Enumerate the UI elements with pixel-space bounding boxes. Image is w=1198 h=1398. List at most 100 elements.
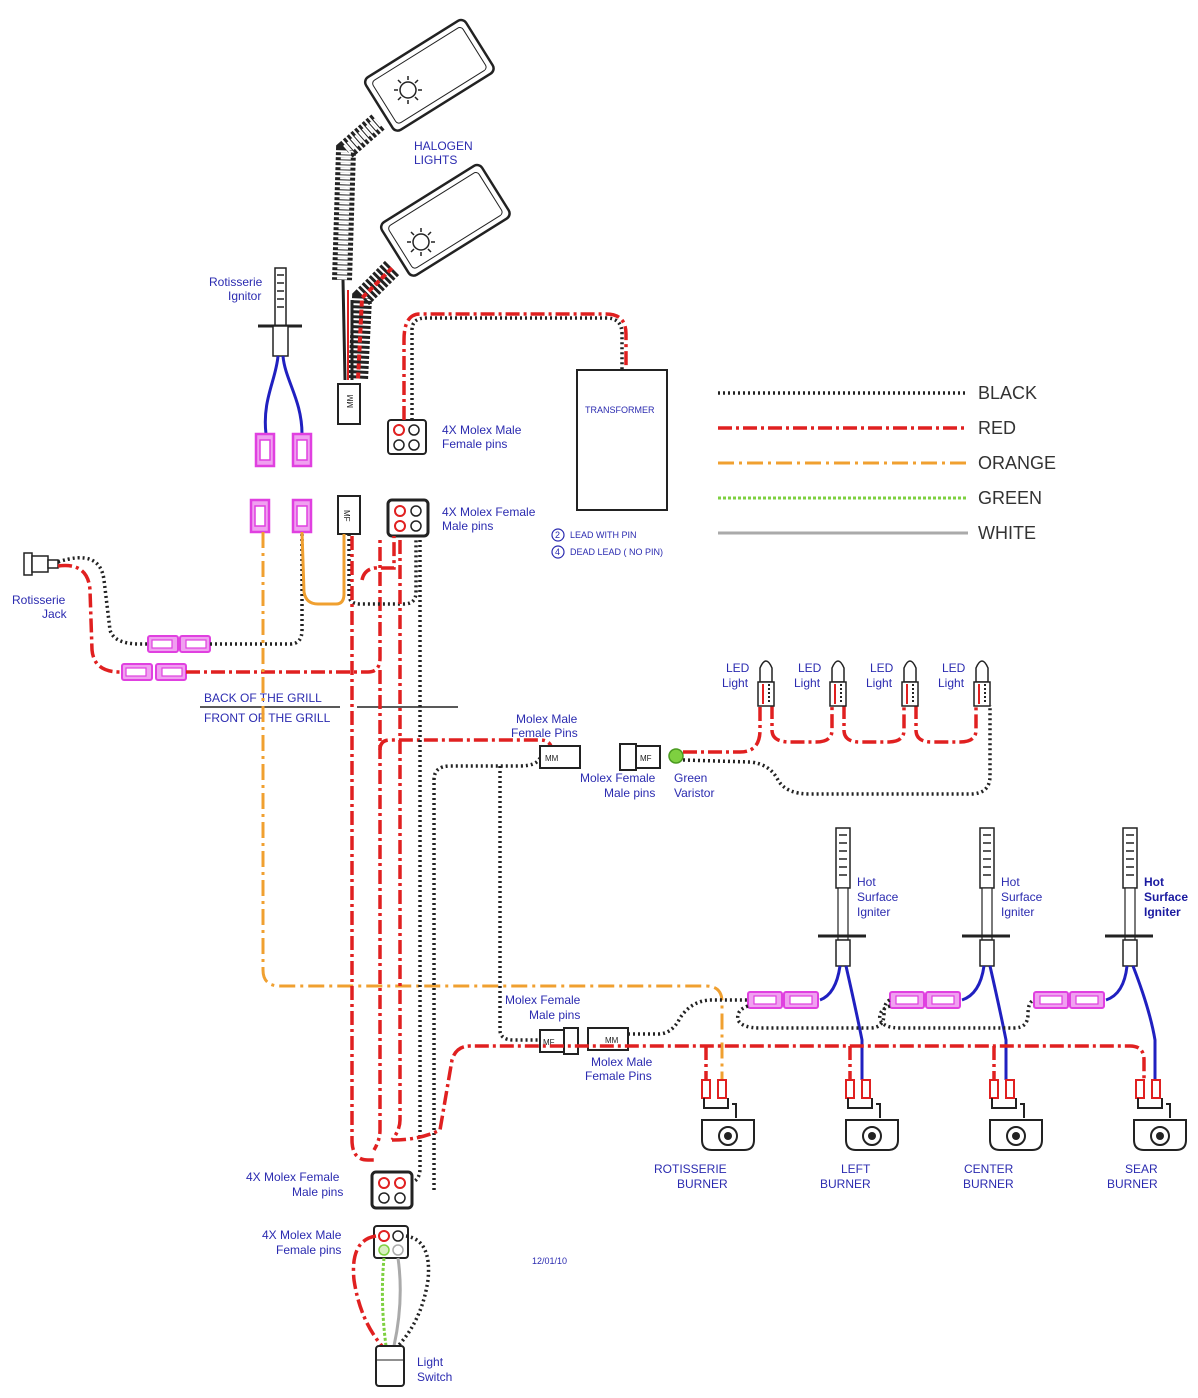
- molex-mf-top-label-line2: Female pins: [442, 437, 507, 451]
- green-varistor: [668, 748, 684, 764]
- molex-4x-male-top: [387, 419, 427, 455]
- sear-burner-valve: [1133, 1079, 1187, 1151]
- wire-color-legend: BLACK RED ORANGE GREEN WHITE: [718, 383, 1056, 543]
- jack-inline-connector-lower: [121, 663, 187, 681]
- molex-fm-top-label-line1: 4X Molex Female: [442, 505, 536, 519]
- halogen-light-2: [379, 163, 511, 277]
- molex-4x-male-bottom: [373, 1225, 409, 1259]
- orange-main-wire: [261, 532, 724, 1080]
- center-burner-label-line1: CENTER: [964, 1162, 1014, 1176]
- molex-fm-bottom-label-line1: 4X Molex Female: [246, 1170, 340, 1184]
- molex-female-mp-b-label-line2: Male pins: [529, 1008, 580, 1022]
- igniter-3-surface-label: Surface: [1144, 890, 1188, 904]
- molex-male-led-tag: MM: [545, 754, 559, 763]
- sun-icon: [394, 76, 422, 104]
- jack-to-molex-red: [186, 540, 382, 674]
- jack-inline-connector-upper: [147, 635, 211, 653]
- diagram-date: 12/01/10: [532, 1256, 567, 1266]
- pin-note: 2 LEAD WITH PIN 4 DEAD LEAD ( NO PIN): [551, 528, 663, 559]
- led-3-label: LED: [870, 661, 894, 675]
- transformer-label: TRANSFORMER: [585, 405, 655, 415]
- molex-female-led: MF: [619, 743, 661, 771]
- led-black-return: [682, 705, 992, 796]
- igniter-1-inline-connector: [747, 991, 819, 1009]
- igniter-1-surface-label: Surface: [857, 890, 899, 904]
- led-4-light-label: Light: [938, 676, 965, 690]
- molex-male-fp-b-label-line2: Female Pins: [585, 1069, 652, 1083]
- black-to-molex-male: [432, 757, 542, 1190]
- molex-male-fp-label-line2: Female Pins: [511, 726, 578, 740]
- rot-burner-label-line2: BURNER: [677, 1177, 728, 1191]
- black-to-igniter-1: [628, 998, 748, 1036]
- molex-mf-bottom-label-line2: Female pins: [276, 1243, 341, 1257]
- back-connector-halogen-socket: MF: [337, 495, 361, 535]
- rotisserie-jack: [23, 552, 59, 576]
- led-light-1: [757, 660, 775, 707]
- igniter-3-blue-lead-b: [1131, 965, 1157, 1080]
- green-varistor-label-line1: Green: [674, 771, 707, 785]
- switch-lead-white: [392, 1257, 402, 1347]
- igniter-1-blue-lead-a: [819, 965, 842, 1002]
- legend-red-label: RED: [978, 418, 1016, 438]
- transformer-lead-black: [410, 316, 624, 420]
- molex-female-led-tag: MF: [640, 754, 652, 763]
- red-burner-bus: [391, 1044, 1146, 1142]
- molex-female-mp-label-line2: Male pins: [604, 786, 655, 800]
- igniter-3-blue-lead-a: [1105, 965, 1129, 1002]
- molex-female-mp-b-label-line1: Molex Female: [505, 993, 581, 1007]
- igniter-3-hot-label: Hot: [1144, 875, 1164, 889]
- led-2-light-label: Light: [794, 676, 821, 690]
- molex-mf-bottom-label-line1: 4X Molex Male: [262, 1228, 342, 1242]
- halogen-plug-tag: MM: [346, 394, 355, 408]
- molex-4x-female-bottom: [370, 1170, 414, 1210]
- led-1-label: LED: [726, 661, 750, 675]
- black-vertical-1: [411, 540, 422, 1184]
- molex-4x-female-top: [386, 498, 430, 538]
- back-connector-pink-left: [249, 498, 271, 534]
- rot-jack-label-line2: Jack: [42, 607, 68, 621]
- led-4-label: LED: [942, 661, 966, 675]
- rot-burner-label-line1: ROTISSERIE: [654, 1162, 727, 1176]
- pin-note-num-2: 2: [555, 530, 560, 540]
- igniter-2-blue-lead-b: [988, 965, 1008, 1080]
- sear-burner-label-line2: BURNER: [1107, 1177, 1158, 1191]
- halogen-label-line2: LIGHTS: [414, 153, 457, 167]
- front-of-grill-label: FRONT OF THE GRILL: [204, 711, 331, 725]
- pin-note-num-4: 4: [555, 547, 560, 557]
- orange-igniter-loop: [300, 531, 346, 606]
- led-red-link-3: [914, 705, 978, 744]
- switch-lead-green: [380, 1257, 388, 1347]
- transformer: TRANSFORMER: [576, 369, 668, 511]
- igniter-3-inline-connector: [1033, 991, 1105, 1009]
- rotisserie-burner-valve: [701, 1079, 755, 1151]
- rot-jack-label-line1: Rotisserie: [12, 593, 66, 607]
- igniter-2-blue-lead-a: [961, 965, 986, 1002]
- lead-with-pin-label: LEAD WITH PIN: [570, 530, 637, 540]
- igniter-2-inline-connector: [889, 991, 961, 1009]
- molex-female-bottom: MF: [539, 1027, 579, 1055]
- led-2-label: LED: [798, 661, 822, 675]
- igniter-3-igniter-label: Igniter: [1144, 905, 1181, 919]
- legend-orange-label: ORANGE: [978, 453, 1056, 473]
- igniter-1-hot-label: Hot: [857, 875, 876, 889]
- halogen-black-loop: [347, 534, 418, 606]
- rot-igniter-connector-right: [291, 432, 313, 468]
- molex-mf-top-label-line1: 4X Molex Male: [442, 423, 522, 437]
- red-short-loop: [360, 536, 396, 581]
- red-vertical-1: [350, 536, 374, 1162]
- molex-male-led: MM: [539, 745, 581, 769]
- molex-female-mp-label-line1: Molex Female: [580, 771, 656, 785]
- red-to-molex-male: [378, 738, 554, 753]
- molex-female-bottom-tag: MF: [543, 1038, 555, 1047]
- hot-surface-igniter-2: [962, 827, 1010, 967]
- jack-wire-red: [57, 563, 121, 674]
- legend-green-label: GREEN: [978, 488, 1042, 508]
- led-3-light-label: Light: [866, 676, 893, 690]
- hot-surface-igniter-1: [818, 827, 866, 967]
- halogen-socket-tag: MF: [342, 510, 351, 522]
- halogen-harness: MM: [332, 114, 400, 425]
- back-connector-pink-right: [291, 498, 313, 534]
- led-1-light-label: Light: [722, 676, 749, 690]
- rot-igniter-label-line2: Ignitor: [228, 289, 261, 303]
- left-burner-valve: [845, 1079, 899, 1151]
